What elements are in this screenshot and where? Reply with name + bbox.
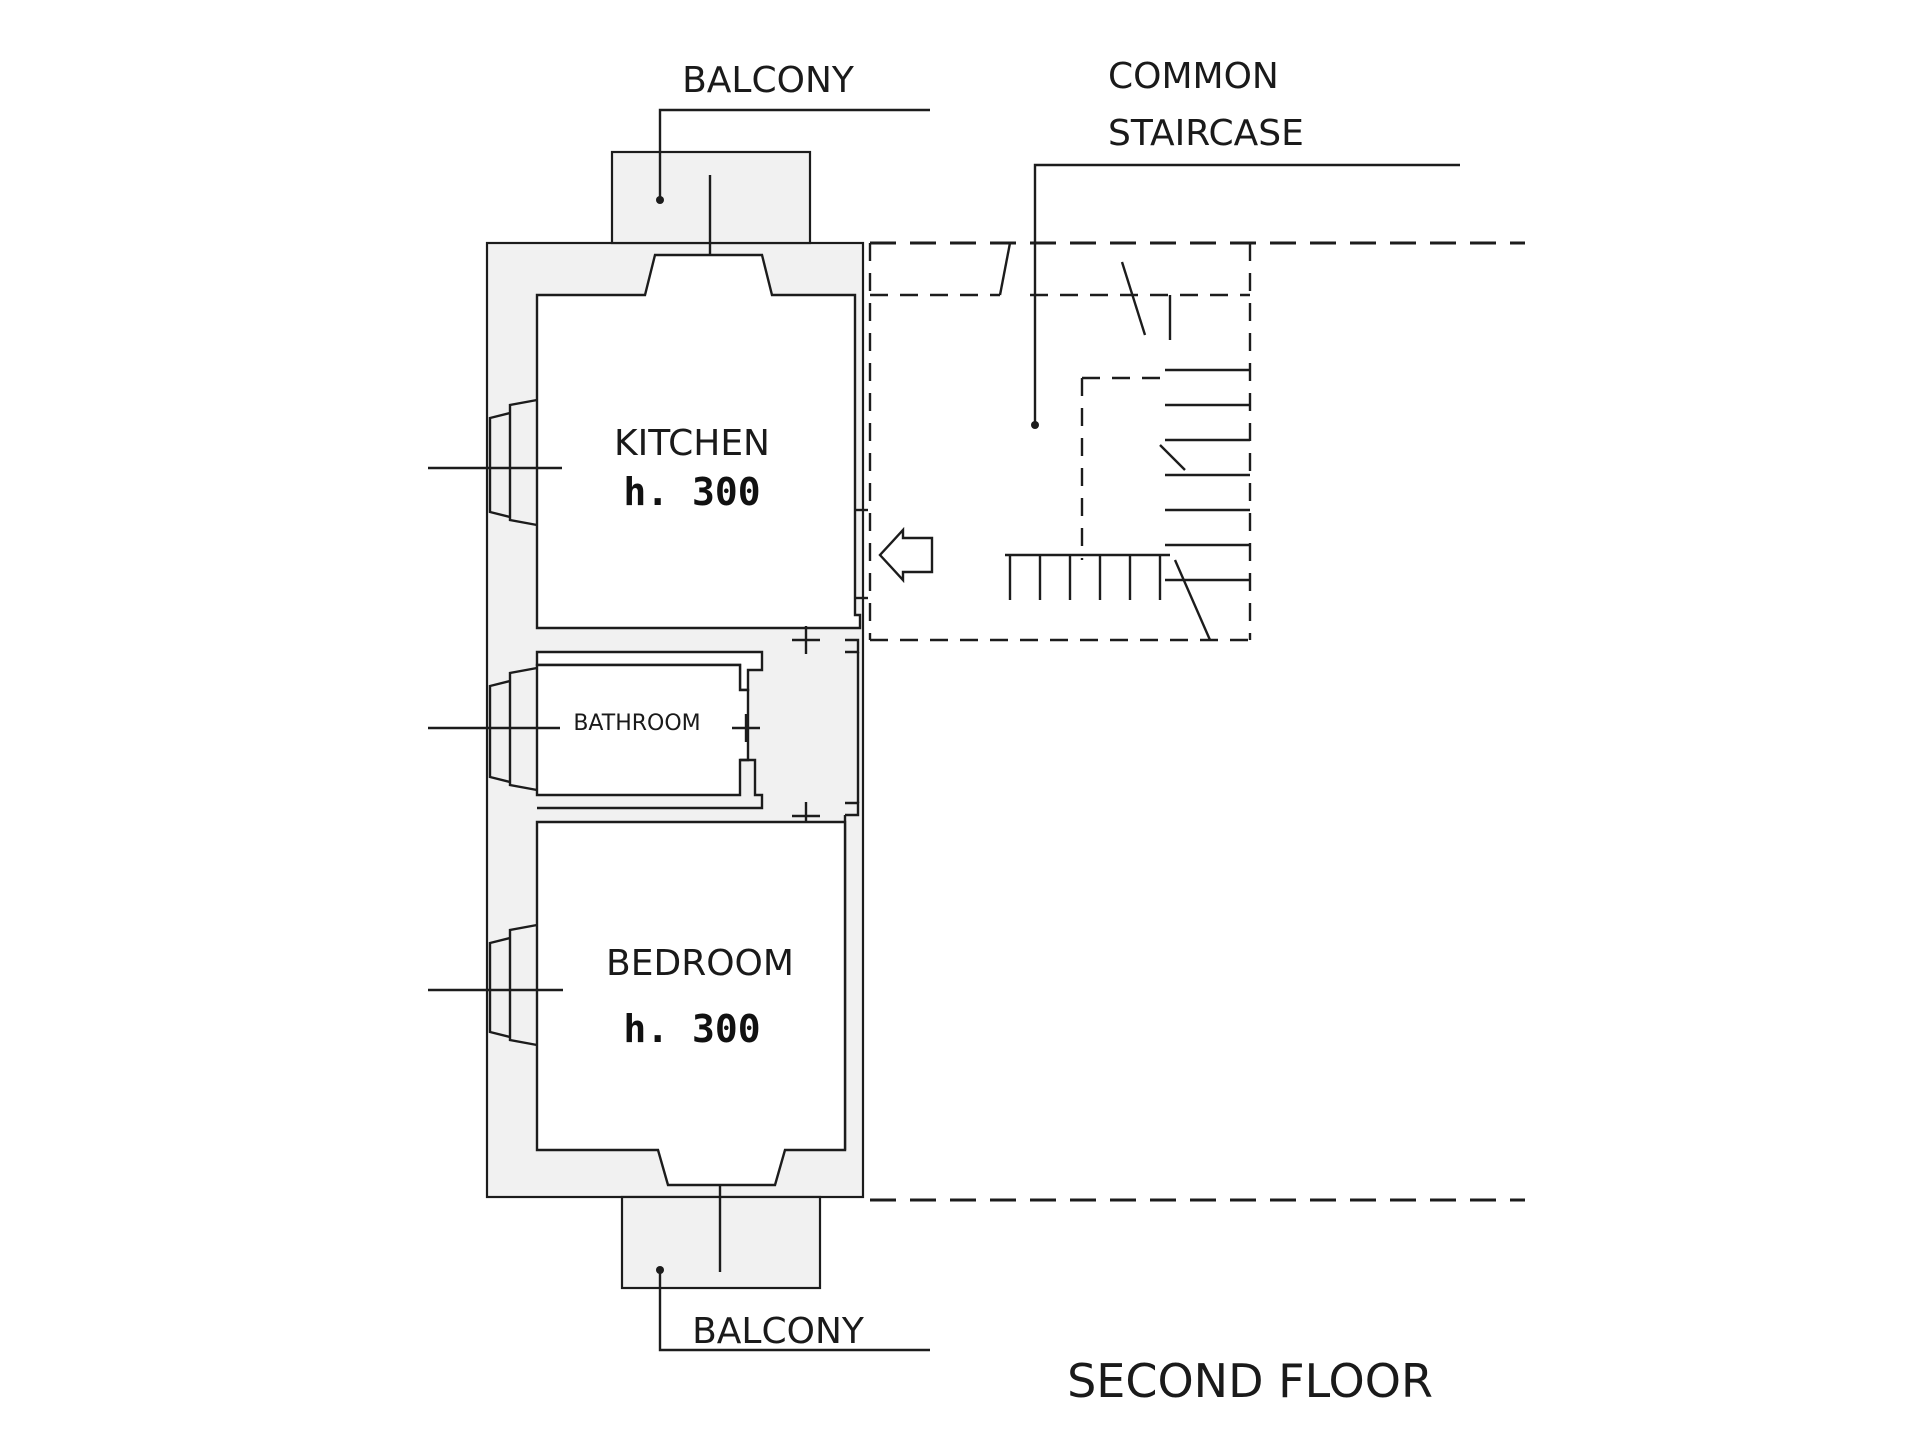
balcony-bottom-slab <box>620 1125 822 1290</box>
bathroom-room <box>428 650 764 810</box>
balcony-top-label: BALCONY <box>682 60 855 101</box>
common-staircase <box>868 241 1525 1202</box>
bedroom-height-label: h. 300 <box>623 1007 760 1051</box>
bedroom-label: BEDROOM <box>606 943 794 984</box>
leader-lines <box>656 108 1460 1352</box>
common-staircase-label-line1: COMMON <box>1108 56 1279 97</box>
balcony-top-slab <box>610 150 812 318</box>
kitchen-height-label: h. 300 <box>623 470 760 514</box>
entrance-arrow-icon <box>878 526 934 584</box>
floor-title: SECOND FLOOR <box>1067 1354 1433 1408</box>
bathroom-label: BATHROOM <box>573 711 700 736</box>
common-staircase-label-line2: STAIRCASE <box>1108 113 1304 154</box>
kitchen-label: KITCHEN <box>614 423 770 464</box>
balcony-bottom-label: BALCONY <box>692 1311 865 1352</box>
bedroom-room <box>428 820 847 1187</box>
kitchen-room <box>428 253 868 630</box>
